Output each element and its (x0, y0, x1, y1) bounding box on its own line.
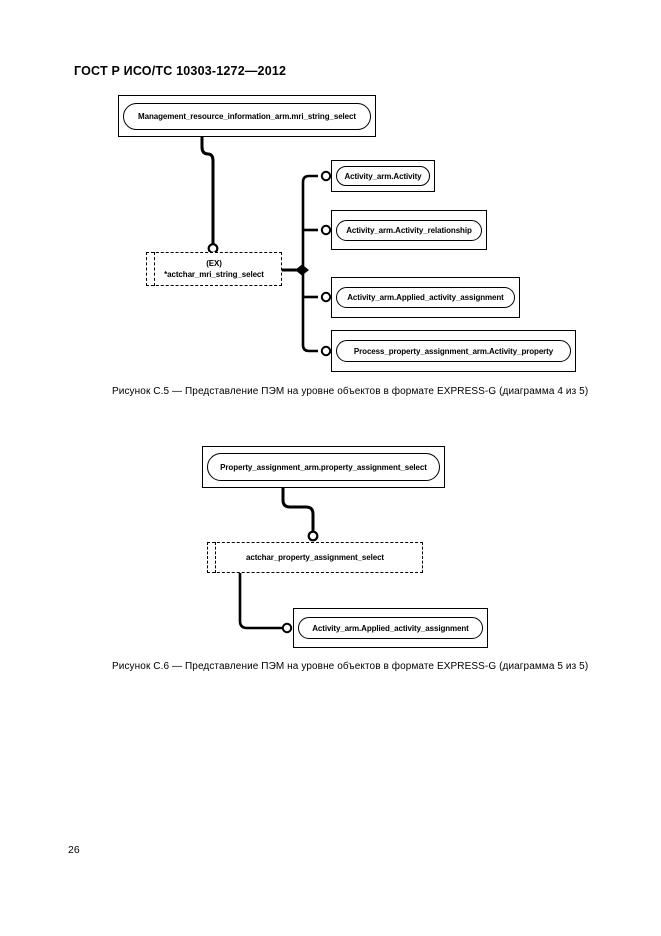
junction-diamond (295, 264, 309, 276)
circle-terminator-activity (320, 170, 332, 182)
node-activity-label: Activity_arm.Activity (336, 166, 430, 186)
select2-name-label: actchar_property_assignment_select (246, 553, 384, 562)
node-activity-relationship-label: Activity_arm.Activity_relationship (336, 219, 482, 241)
page-number: 26 (68, 844, 80, 856)
node-mri-string-select-label: Management_resource_information_arm.mri_… (123, 102, 371, 130)
select-divider-1 (154, 252, 155, 286)
node-activity-property: Process_property_assignment_arm.Activity… (331, 330, 576, 372)
circle-terminator-applied-activity (320, 291, 332, 303)
node-mri-string-select: Management_resource_information_arm.mri_… (118, 95, 376, 137)
node-property-assignment-select-label: Property_assignment_arm.property_assignm… (207, 453, 440, 481)
select-divider-2 (215, 542, 216, 573)
connector-root2-to-select2 (281, 488, 315, 531)
document-header: ГОСТ Р ИСО/ТС 10303-1272—2012 (74, 64, 287, 78)
circle-terminator-activity-relationship (320, 224, 332, 236)
connector-root-to-select (200, 137, 215, 244)
circle-terminator-activity-property (320, 345, 332, 357)
select-name-label: *actchar_mri_string_select (164, 270, 264, 279)
connector-select2-to-target (238, 573, 283, 630)
node-actchar-property-assignment-select: actchar_property_assignment_select (207, 542, 423, 573)
circle-terminator-select2 (307, 530, 319, 542)
circle-terminator-applied-activity-2 (281, 622, 293, 634)
node-applied-activity-assignment-label: Activity_arm.Applied_activity_assignment (336, 287, 515, 308)
node-applied-activity-assignment-2: Activity_arm.Applied_activity_assignment (293, 608, 488, 648)
node-property-assignment-select: Property_assignment_arm.property_assignm… (202, 446, 445, 488)
select-ex-label: (EX) (206, 259, 222, 268)
node-actchar-mri-string-select: (EX) *actchar_mri_string_select (146, 252, 282, 286)
node-applied-activity-assignment-2-label: Activity_arm.Applied_activity_assignment (298, 617, 483, 639)
connector-trunk (301, 174, 318, 353)
node-activity-relationship: Activity_arm.Activity_relationship (331, 210, 487, 250)
figure-c5-caption: Рисунок С.5 — Представление ПЭМ на уровн… (112, 386, 589, 397)
node-activity-property-label: Process_property_assignment_arm.Activity… (336, 340, 571, 362)
node-activity: Activity_arm.Activity (331, 160, 435, 192)
node-applied-activity-assignment: Activity_arm.Applied_activity_assignment (331, 277, 520, 318)
figure-c6-caption: Рисунок С.6 — Представление ПЭМ на уровн… (112, 661, 589, 672)
